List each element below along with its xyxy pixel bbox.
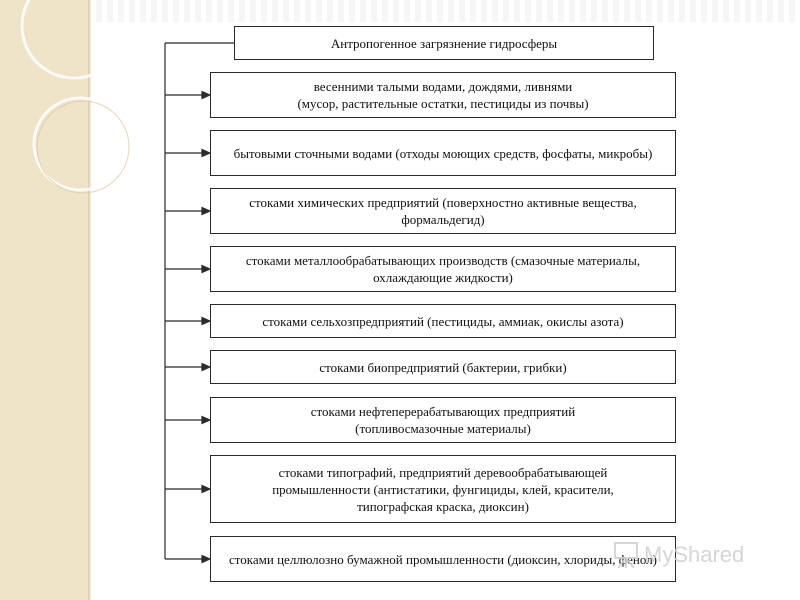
arrow-head-7 <box>201 415 212 425</box>
arrow-head-8 <box>201 484 212 494</box>
item-box-1: весенними талыми водами, дождями, ливням… <box>210 72 676 118</box>
watermark: MyShared <box>612 540 744 570</box>
arrow-head-9 <box>201 554 212 564</box>
item-box-4: стоками металлообрабатывающих производст… <box>210 246 676 292</box>
arrow-head-4 <box>201 264 212 274</box>
item-box-5: стоками сельхозпредприятий (пестициды, а… <box>210 304 676 338</box>
root-box: Антропогенное загрязнение гидросферы <box>234 26 654 60</box>
ring-top <box>20 0 128 80</box>
item-box-3: стоками химических предприятий (поверхно… <box>210 188 676 234</box>
arrow-head-1 <box>201 90 212 100</box>
ring-middle <box>32 96 128 192</box>
arrow-head-5 <box>201 316 212 326</box>
decorative-sidebar <box>0 0 91 600</box>
item-box-7: стоками нефтеперерабатывающих предприяти… <box>210 397 676 443</box>
item-box-2: бытовыми сточными водами (отходы моющих … <box>210 130 676 176</box>
arrow-head-6 <box>201 362 212 372</box>
decorative-top-stripe <box>96 0 800 22</box>
arrow-head-2 <box>201 148 212 158</box>
arrow-head-3 <box>201 206 212 216</box>
watermark-text: MyShared <box>644 542 745 567</box>
item-box-9: стоками целлюлозно бумажной промышленнос… <box>210 536 676 582</box>
ring-middle-shadow <box>36 100 130 194</box>
decorative-rings <box>20 0 130 194</box>
presentation-board-icon <box>614 542 638 569</box>
item-box-6: стоками биопредприятий (бактерии, грибки… <box>210 350 676 384</box>
item-box-8: стоками типографий, предприятий деревооб… <box>210 455 676 523</box>
sidebar-edge <box>88 0 91 600</box>
